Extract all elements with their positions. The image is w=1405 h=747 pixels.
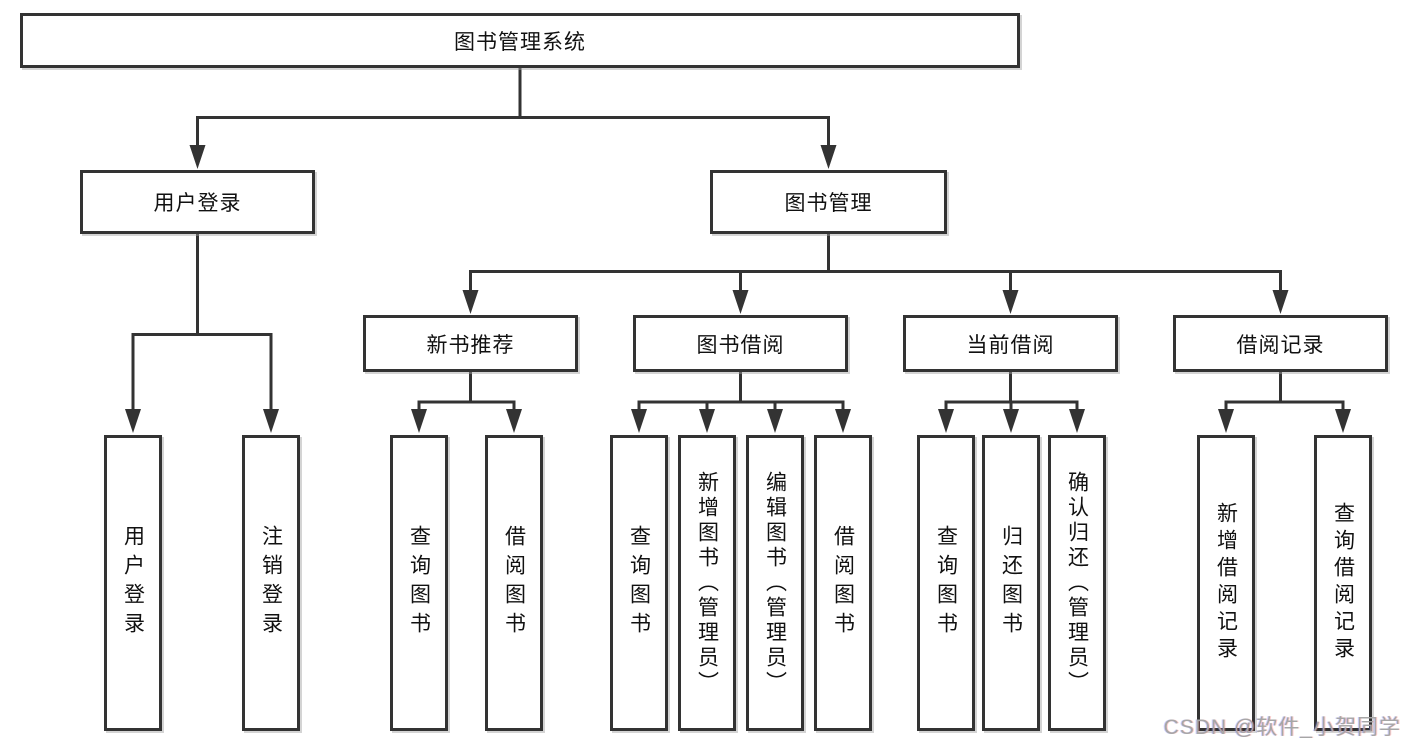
node-label: 图书管理 — [784, 192, 873, 215]
node-label: 归还图书 — [999, 525, 1023, 641]
leaf-record-add: 新增借阅记录 — [1197, 435, 1255, 731]
node-label: 图书管理系统 — [454, 30, 586, 54]
leaf-user-login: 用户登录 — [104, 435, 162, 731]
node-label: 新增图书（管理员） — [695, 470, 719, 696]
node-current-borrow: 当前借阅 — [903, 315, 1118, 372]
node-book-borrow: 图书借阅 — [633, 315, 848, 372]
node-label: 借阅图书 — [502, 525, 526, 641]
node-label: 查询借阅记录 — [1331, 502, 1355, 664]
leaf-borrow-borrow-books: 借阅图书 — [814, 435, 872, 731]
node-borrow-record: 借阅记录 — [1173, 315, 1388, 372]
leaf-logout: 注销登录 — [242, 435, 300, 731]
leaf-current-query-books: 查询图书 — [917, 435, 975, 731]
node-user-login: 用户登录 — [80, 170, 315, 234]
node-label: 用户登录 — [153, 192, 242, 215]
node-label: 编辑图书（管理员） — [763, 470, 787, 696]
node-label: 确认归还（管理员） — [1065, 470, 1089, 696]
node-label: 查询图书 — [627, 525, 651, 641]
node-label: 用户登录 — [121, 525, 145, 641]
leaf-borrow-edit-books-admin: 编辑图书（管理员） — [746, 435, 804, 731]
leaf-borrow-query-books: 查询图书 — [610, 435, 668, 731]
leaf-current-return-books: 归还图书 — [982, 435, 1040, 731]
leaf-borrow-add-books-admin: 新增图书（管理员） — [678, 435, 736, 731]
leaf-recommend-borrow-books: 借阅图书 — [485, 435, 543, 731]
node-book-management: 图书管理 — [710, 170, 947, 234]
node-label: 图书借阅 — [696, 333, 785, 357]
leaf-record-query: 查询借阅记录 — [1314, 435, 1372, 731]
watermark: CSDN @软件_小贺同学 — [1163, 716, 1401, 739]
arrowhead-group — [125, 145, 1351, 433]
leaf-current-confirm-return-admin: 确认归还（管理员） — [1048, 435, 1106, 731]
node-label: 新书推荐 — [426, 333, 515, 357]
node-new-book-recommend: 新书推荐 — [363, 315, 578, 372]
leaf-recommend-query-books: 查询图书 — [390, 435, 448, 731]
node-label: 查询图书 — [407, 525, 431, 641]
node-label: 借阅记录 — [1236, 333, 1325, 357]
node-library-management-system: 图书管理系统 — [20, 13, 1020, 68]
node-label: 借阅图书 — [831, 525, 855, 641]
node-label: 注销登录 — [259, 525, 283, 641]
node-label: 查询图书 — [934, 525, 958, 641]
node-label: 新增借阅记录 — [1214, 502, 1238, 664]
node-label: 当前借阅 — [966, 333, 1055, 357]
